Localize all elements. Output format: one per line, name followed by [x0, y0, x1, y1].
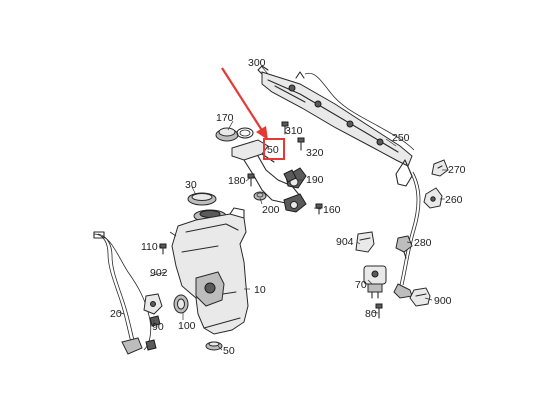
part-904-plug	[355, 231, 375, 253]
callout-900: 900	[434, 295, 452, 307]
callout-110: 110	[141, 241, 158, 253]
part-20-hose	[93, 231, 157, 355]
callout-310: 310	[285, 125, 303, 137]
callout-160: 160	[323, 204, 341, 216]
callout-70: 70	[355, 279, 367, 291]
callout-280: 280	[414, 237, 432, 249]
part-80-screw	[375, 303, 383, 319]
callout-180: 180	[228, 175, 246, 187]
part-10-reservoir	[169, 207, 249, 335]
part-90-connector	[143, 293, 163, 327]
callout-300: 300	[248, 57, 266, 69]
callout-190: 190	[306, 174, 324, 186]
part-300-cowl-bracket	[257, 65, 415, 187]
callout-170: 170	[216, 112, 234, 124]
leader-lines	[117, 66, 448, 351]
part-190-grommet	[283, 169, 297, 183]
part-280-connector	[395, 235, 413, 259]
callout-10: 10	[254, 284, 266, 296]
callout-100: 100	[178, 320, 196, 332]
part-110-screw	[159, 243, 167, 255]
part-70-pump-motor	[363, 265, 387, 299]
part-50-cap-bottom	[205, 341, 223, 351]
callout-250: 250	[392, 132, 410, 144]
callout-270: 270	[448, 164, 466, 176]
part-250-hose	[393, 171, 421, 299]
highlight-marker	[221, 67, 285, 160]
part-170-cap	[215, 127, 254, 142]
callout-90: 90	[152, 321, 164, 333]
callout-80: 80	[365, 308, 377, 320]
part-260-bracket	[423, 187, 443, 209]
callout-30: 30	[185, 179, 197, 191]
part-180-screw	[247, 173, 255, 187]
callout-902: 902	[150, 267, 168, 279]
part-320-screw	[297, 137, 305, 151]
part-270-clip	[431, 159, 449, 177]
callout-320: 320	[306, 147, 324, 159]
highlight-arrow	[221, 67, 264, 133]
highlight-box	[263, 138, 285, 160]
callout-260: 260	[445, 194, 463, 206]
callout-20: 20	[110, 308, 122, 320]
callout-904: 904	[336, 236, 354, 248]
highlight-arrow-head	[256, 126, 268, 140]
part-100-pump	[173, 294, 189, 314]
part-900-plug	[409, 287, 431, 307]
part-310-screw	[281, 121, 289, 135]
callout-labels: 300 170 310 50 320 250 270 260 180 190 3…	[110, 57, 466, 357]
callout-50: 50	[223, 345, 235, 357]
part-200-seal	[253, 191, 267, 201]
callout-50-highlighted: 50	[267, 144, 279, 156]
callout-200: 200	[262, 204, 280, 216]
